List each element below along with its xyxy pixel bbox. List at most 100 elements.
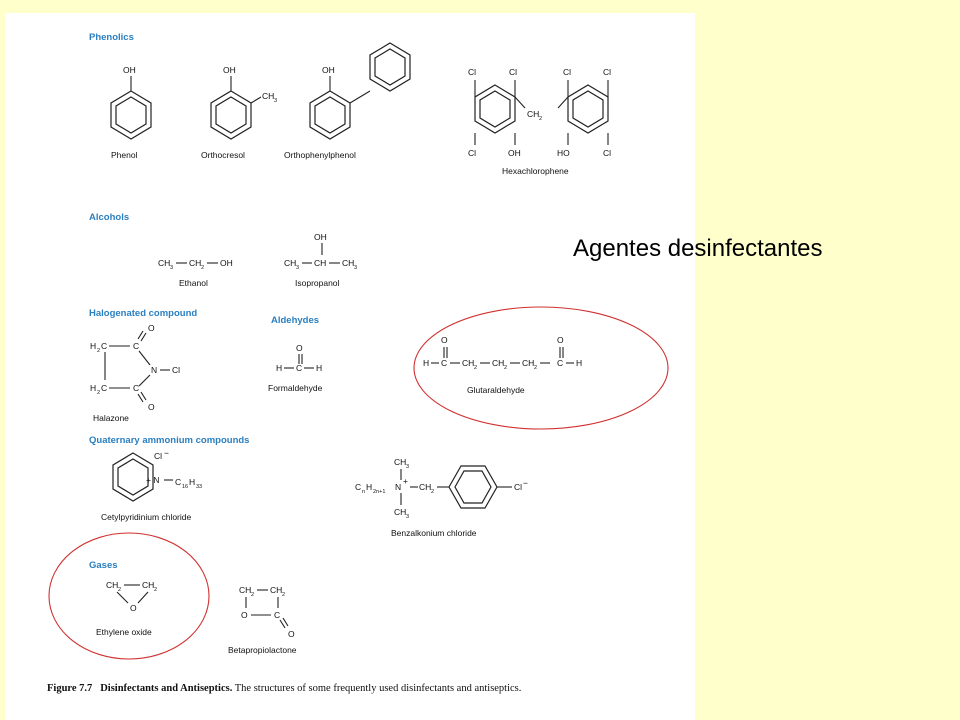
svg-text:C: C bbox=[101, 341, 107, 351]
svg-text:Cl: Cl bbox=[563, 67, 571, 77]
svg-text:H: H bbox=[90, 341, 96, 351]
svg-text:2: 2 bbox=[431, 489, 434, 495]
glutaraldehyde-structure: O H C CH 2 CH 2 CH 2 O C H Glutaraldehyd… bbox=[423, 335, 582, 395]
svg-text:CH: CH bbox=[158, 258, 170, 268]
label-betapropiolactone: Betapropiolactone bbox=[228, 645, 297, 655]
svg-text:O: O bbox=[241, 610, 248, 620]
ethanol-structure: CH 3 CH 2 OH Ethanol bbox=[158, 258, 233, 288]
svg-text:CH: CH bbox=[189, 258, 201, 268]
figure-structures: Phenolics Alcohols Halogenated compound … bbox=[48, 32, 669, 660]
svg-text:C: C bbox=[133, 383, 139, 393]
label-orthocresol: Orthocresol bbox=[201, 150, 245, 160]
svg-text:−: − bbox=[523, 478, 528, 488]
label-formaldehyde: Formaldehyde bbox=[268, 383, 323, 393]
svg-text:3: 3 bbox=[274, 98, 277, 104]
label-hexachlorophene: Hexachlorophene bbox=[502, 166, 569, 176]
halazone-structure: O H 2 C C N Cl H 2 C C O Halazone bbox=[90, 323, 180, 423]
orthophenylphenol-structure: OH Orthophenylphenol bbox=[284, 42, 411, 160]
svg-text:CH: CH bbox=[270, 585, 282, 595]
svg-text:N: N bbox=[395, 482, 401, 492]
figure-caption: Figure 7.7 Disinfectants and Antiseptics… bbox=[47, 683, 521, 694]
section-halogenated: Halogenated compound bbox=[89, 308, 197, 319]
atom-ch: CH bbox=[527, 109, 539, 119]
svg-text:3: 3 bbox=[406, 514, 409, 520]
svg-text:2n+1: 2n+1 bbox=[373, 489, 385, 495]
label-glutaraldehyde: Glutaraldehyde bbox=[467, 385, 525, 395]
phenol-structure: OH Phenol bbox=[110, 65, 152, 160]
svg-text:2: 2 bbox=[251, 592, 254, 598]
svg-text:C: C bbox=[355, 482, 361, 492]
svg-text:O: O bbox=[148, 402, 155, 412]
label-phenol: Phenol bbox=[111, 150, 138, 160]
svg-text:Cl: Cl bbox=[509, 67, 517, 77]
svg-text:16: 16 bbox=[182, 484, 188, 490]
svg-text:O: O bbox=[130, 603, 137, 613]
svg-text:2: 2 bbox=[118, 587, 121, 593]
caption-text: The structures of some frequently used d… bbox=[234, 683, 522, 694]
atom-oh: OH bbox=[322, 65, 335, 75]
ethylene-oxide-structure: CH 2 CH 2 O Ethylene oxide bbox=[96, 580, 157, 637]
section-phenolics: Phenolics bbox=[89, 32, 134, 43]
svg-text:C: C bbox=[101, 383, 107, 393]
svg-text:+: + bbox=[403, 476, 408, 486]
svg-text:Cl: Cl bbox=[172, 365, 180, 375]
svg-text:2: 2 bbox=[97, 390, 100, 396]
atom-oh: OH bbox=[223, 65, 236, 75]
svg-text:CH: CH bbox=[142, 580, 154, 590]
svg-text:H: H bbox=[90, 383, 96, 393]
svg-text:C: C bbox=[441, 358, 447, 368]
svg-text:2: 2 bbox=[539, 116, 542, 122]
label-halazone: Halazone bbox=[93, 413, 129, 423]
svg-text:n: n bbox=[362, 489, 365, 495]
svg-text:C: C bbox=[175, 477, 181, 487]
label-orthophenylphenol: Orthophenylphenol bbox=[284, 150, 356, 160]
section-gases: Gases bbox=[89, 560, 118, 571]
svg-text:C: C bbox=[296, 363, 302, 373]
caption-number: Figure 7.7 bbox=[47, 683, 93, 694]
svg-text:O: O bbox=[441, 335, 448, 345]
svg-text:CH: CH bbox=[284, 258, 296, 268]
svg-text:3: 3 bbox=[170, 265, 173, 271]
svg-text:OH: OH bbox=[508, 148, 521, 158]
label-ethanol: Ethanol bbox=[179, 278, 208, 288]
atom-ch: CH bbox=[262, 91, 274, 101]
hexachlorophene-structure: CH 2 Cl Cl Cl Cl Cl OH HO Cl Hexachlorop… bbox=[468, 67, 611, 176]
svg-text:2: 2 bbox=[201, 265, 204, 271]
svg-text:H: H bbox=[576, 358, 582, 368]
svg-text:CH: CH bbox=[462, 358, 474, 368]
benzalkonium-structure: CH 3 C n H 2n+1 N + CH 2 CH 3 Cl − Benza… bbox=[355, 457, 528, 538]
svg-text:H: H bbox=[366, 482, 372, 492]
figure-panel: Phenolics Alcohols Halogenated compound … bbox=[5, 13, 695, 720]
svg-text:CH: CH bbox=[394, 507, 406, 517]
svg-text:CH: CH bbox=[522, 358, 534, 368]
highlight-circle-ethylene-oxide bbox=[48, 532, 210, 660]
svg-text:H: H bbox=[423, 358, 429, 368]
betapropiolactone-structure: CH 2 CH 2 O C O Betapropiolactone bbox=[228, 585, 297, 655]
svg-text:O: O bbox=[148, 323, 155, 333]
svg-text:O: O bbox=[288, 629, 295, 639]
svg-text:OH: OH bbox=[314, 232, 327, 242]
svg-text:2: 2 bbox=[282, 592, 285, 598]
caption-title: Disinfectants and Antiseptics. bbox=[100, 683, 233, 694]
svg-text:CH: CH bbox=[394, 457, 406, 467]
svg-text:3: 3 bbox=[296, 265, 299, 271]
svg-text:C: C bbox=[557, 358, 563, 368]
svg-text:33: 33 bbox=[196, 484, 202, 490]
svg-text:2: 2 bbox=[504, 365, 507, 371]
svg-text:CH: CH bbox=[239, 585, 251, 595]
section-quaternary: Quaternary ammonium compounds bbox=[89, 435, 249, 446]
svg-text:H: H bbox=[276, 363, 282, 373]
slide-title: Agentes desinfectantes bbox=[573, 235, 823, 262]
svg-text:CH: CH bbox=[492, 358, 504, 368]
svg-text:2: 2 bbox=[97, 348, 100, 354]
label-isopropanol: Isopropanol bbox=[295, 278, 340, 288]
svg-text:CH: CH bbox=[314, 258, 326, 268]
svg-text:Cl: Cl bbox=[468, 67, 476, 77]
svg-text:3: 3 bbox=[406, 464, 409, 470]
svg-text:2: 2 bbox=[534, 365, 537, 371]
label-ethylene-oxide: Ethylene oxide bbox=[96, 627, 152, 637]
svg-text:H: H bbox=[189, 477, 195, 487]
svg-text:−: − bbox=[164, 448, 169, 458]
atom-oh: OH bbox=[123, 65, 136, 75]
formaldehyde-structure: O H C H Formaldehyde bbox=[268, 343, 323, 393]
